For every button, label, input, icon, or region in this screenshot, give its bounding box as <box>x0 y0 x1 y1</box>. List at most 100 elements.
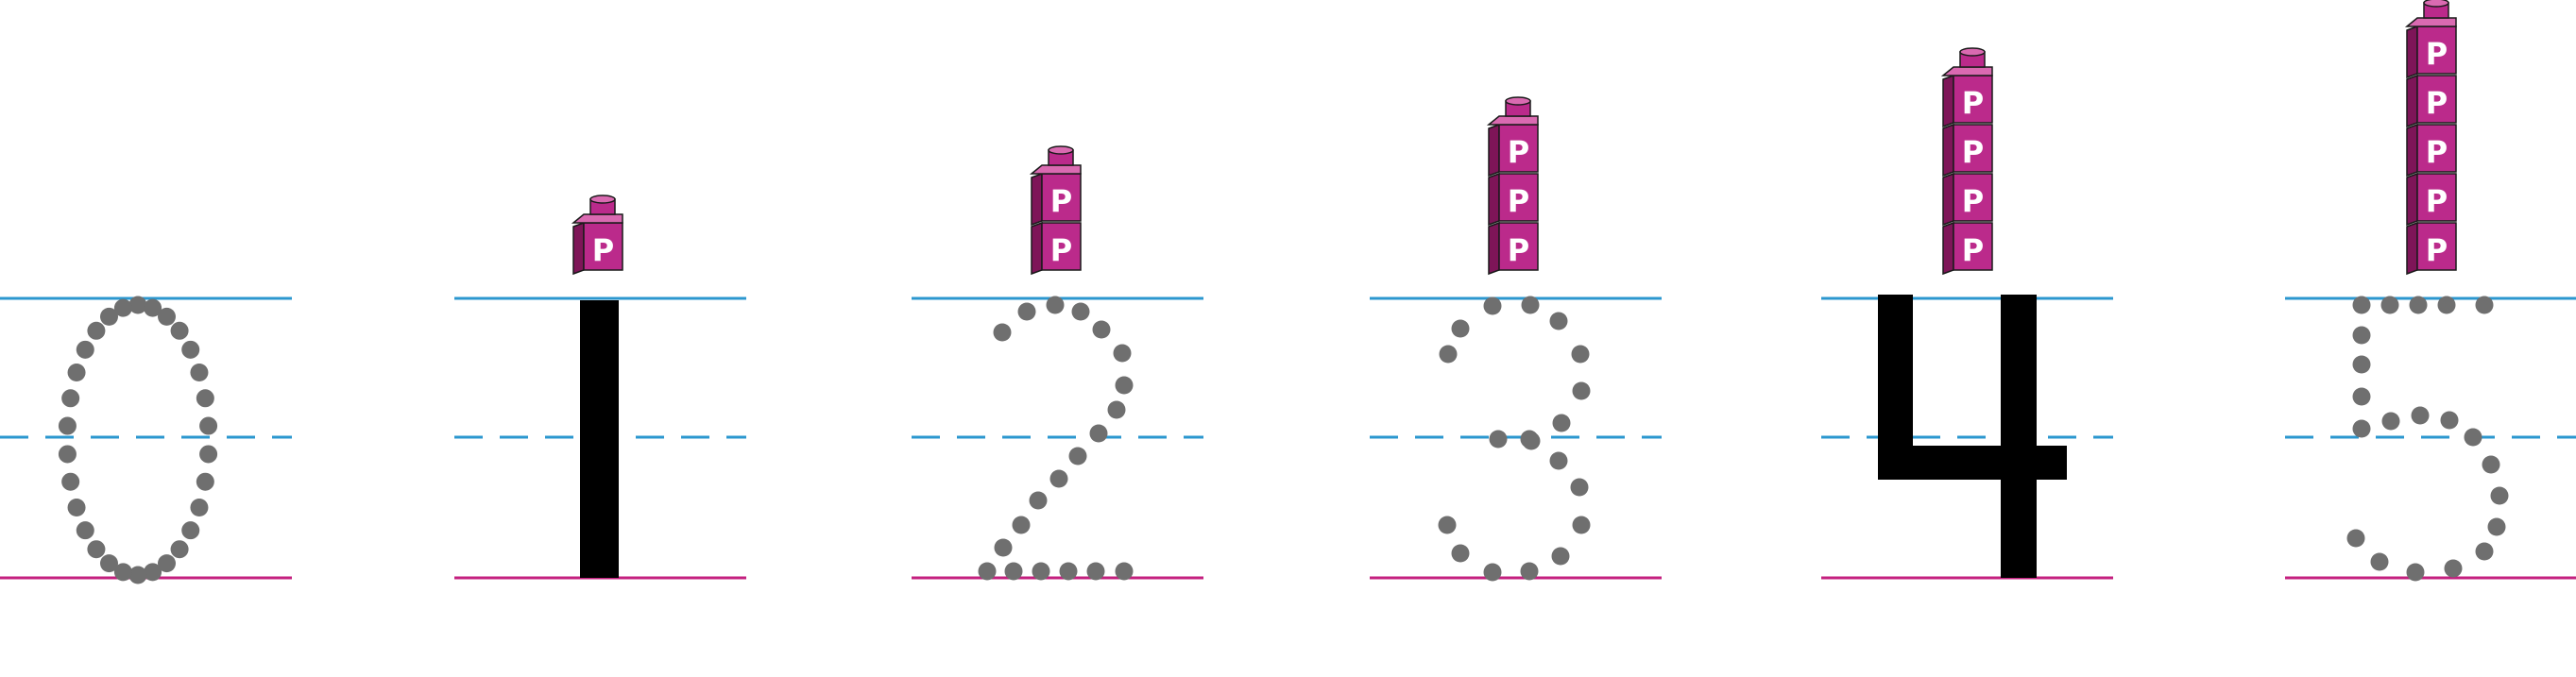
cube-letter: P <box>1962 232 1984 268</box>
cube-connector-peg <box>2404 0 2457 27</box>
trace-dot <box>2464 428 2482 447</box>
trace-dot <box>190 499 209 516</box>
linking-cube: P <box>1942 123 1993 178</box>
trace-dot <box>2475 296 2494 314</box>
trace-dot <box>199 416 218 435</box>
trace-dot <box>170 321 189 340</box>
trace-dot <box>181 340 200 359</box>
cube-side <box>2406 25 2418 79</box>
cube-face <box>1953 75 1993 124</box>
trace-dot <box>1451 544 1470 563</box>
cube-side <box>2406 123 2418 178</box>
trace-dot <box>87 321 106 340</box>
trace-dot <box>1451 319 1470 338</box>
trace-dot <box>190 364 209 381</box>
cube-face <box>1953 222 1993 271</box>
trace-dot <box>2411 406 2430 425</box>
cube-face <box>2416 75 2457 124</box>
cube-letter: P <box>2426 36 2448 72</box>
linking-cube: P <box>1031 221 1082 276</box>
trace-dot <box>1572 381 1591 400</box>
trace-dot <box>61 389 80 408</box>
trace-dot <box>158 554 177 573</box>
cube-letter: P <box>1508 134 1529 170</box>
cube-face <box>1041 173 1082 222</box>
trace-dot <box>87 540 106 559</box>
cube-letter: P <box>2426 183 2448 219</box>
trace-dot <box>170 540 189 559</box>
trace-dot <box>1113 344 1132 363</box>
digit-1-solid <box>580 300 619 578</box>
handwriting-guide-lines <box>0 296 2576 580</box>
trace-dot <box>58 445 77 464</box>
trace-dot <box>196 472 214 491</box>
trace-dot <box>99 554 118 573</box>
numeral-tracing-row <box>58 295 2509 584</box>
trace-dot <box>1551 547 1570 566</box>
peg-top <box>2423 0 2449 8</box>
trace-dot <box>61 472 80 491</box>
trace-dot <box>2352 326 2371 345</box>
cube-connector-peg <box>1486 96 1539 126</box>
trace-dot <box>1089 424 1108 443</box>
cube-side <box>1488 123 1500 178</box>
cube-face <box>1498 124 1539 173</box>
trace-dot <box>2490 486 2509 505</box>
cube-face <box>1041 222 1082 271</box>
trace-dot <box>1549 312 1568 330</box>
trace-dot <box>1071 302 1090 321</box>
linking-cube: P <box>1942 172 1993 227</box>
trace-dot <box>2352 419 2371 438</box>
cube-top-plate <box>1029 164 1082 175</box>
linking-cube: P <box>1488 221 1539 276</box>
trace-dot <box>58 416 77 435</box>
trace-dot <box>2346 529 2365 548</box>
trace-dot <box>2381 412 2400 431</box>
trace-dot <box>128 296 147 314</box>
cube-letter: P <box>1962 134 1984 170</box>
trace-dot <box>1029 491 1048 510</box>
cube-face <box>1498 222 1539 271</box>
cube-top-plate <box>1486 115 1539 126</box>
cube-connector-peg <box>1029 145 1082 175</box>
peg-top <box>1505 96 1531 106</box>
trace-dot <box>1107 400 1126 419</box>
digit-3-dotted <box>1438 296 1591 582</box>
trace-dot <box>1046 296 1065 314</box>
cube-side <box>1942 74 1954 128</box>
linking-cube: P <box>2406 221 2457 276</box>
digit-0-dotted <box>58 296 218 584</box>
cube-top-plate <box>571 213 623 224</box>
trace-dot <box>978 562 997 581</box>
cube-face <box>1953 124 1993 173</box>
cube-letter: P <box>2426 85 2448 121</box>
trace-dot <box>2487 517 2506 536</box>
trace-dot <box>1521 296 1540 314</box>
trace-dot <box>2352 296 2371 314</box>
trace-dot <box>1438 516 1457 534</box>
cube-side <box>1488 221 1500 276</box>
trace-dot <box>128 566 147 584</box>
trace-dot <box>1483 563 1502 582</box>
trace-dot <box>2352 387 2371 406</box>
cube-letter: P <box>1508 183 1529 219</box>
trace-dot <box>1571 345 1590 364</box>
cube-side <box>2406 221 2418 276</box>
cube-side <box>1031 172 1043 227</box>
cube-side <box>572 221 585 276</box>
trace-dot <box>1522 432 1541 450</box>
trace-dot <box>99 307 118 326</box>
trace-dot <box>1092 320 1111 339</box>
cube-letter: P <box>1050 232 1072 268</box>
trace-dot <box>994 538 1013 557</box>
trace-dot <box>1572 516 1591 534</box>
cube-connector-peg <box>1940 47 1993 76</box>
trace-dot <box>1115 376 1134 395</box>
cube-letter: P <box>592 232 614 268</box>
trace-dot <box>1049 469 1068 488</box>
cube-side <box>1942 221 1954 276</box>
linking-cube: P <box>2406 123 2457 178</box>
cube-side <box>2406 74 2418 128</box>
